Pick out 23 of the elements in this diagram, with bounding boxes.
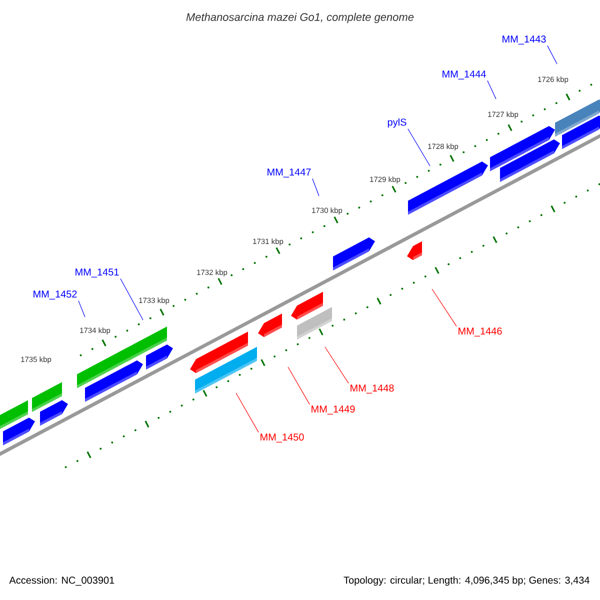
gene-label: MM_1450	[260, 434, 304, 442]
leader-line	[78, 300, 86, 318]
genome-info-text: Topology: circular; Length: 4,096,345 bp; Genes: 3,434	[344, 576, 590, 586]
leader-line	[432, 288, 457, 327]
accession-text: Accession: NC_003901	[9, 576, 114, 586]
leader-line	[236, 392, 259, 433]
leader-line	[324, 346, 349, 384]
gene-label: MM_1451	[76, 268, 119, 278]
gene-label: MM_1444	[442, 70, 486, 80]
leader-line	[120, 278, 144, 320]
gene-label: pylS	[388, 118, 406, 128]
leader-line	[408, 128, 430, 166]
title: Methanosarcina mazei Go1, complete genome	[186, 12, 414, 24]
gene-label: MM_1449	[312, 406, 355, 414]
leader-line	[487, 80, 496, 100]
gene-label: MM_1447	[268, 168, 311, 178]
leader-line	[547, 45, 558, 64]
gene-label: MM_1443	[502, 36, 546, 44]
leader-line	[312, 178, 320, 196]
gene-label: MM_1448	[350, 384, 394, 394]
gene-label: MM_1446	[458, 328, 502, 336]
gene-label: MM_1452	[34, 290, 77, 300]
leader-line	[288, 366, 310, 405]
